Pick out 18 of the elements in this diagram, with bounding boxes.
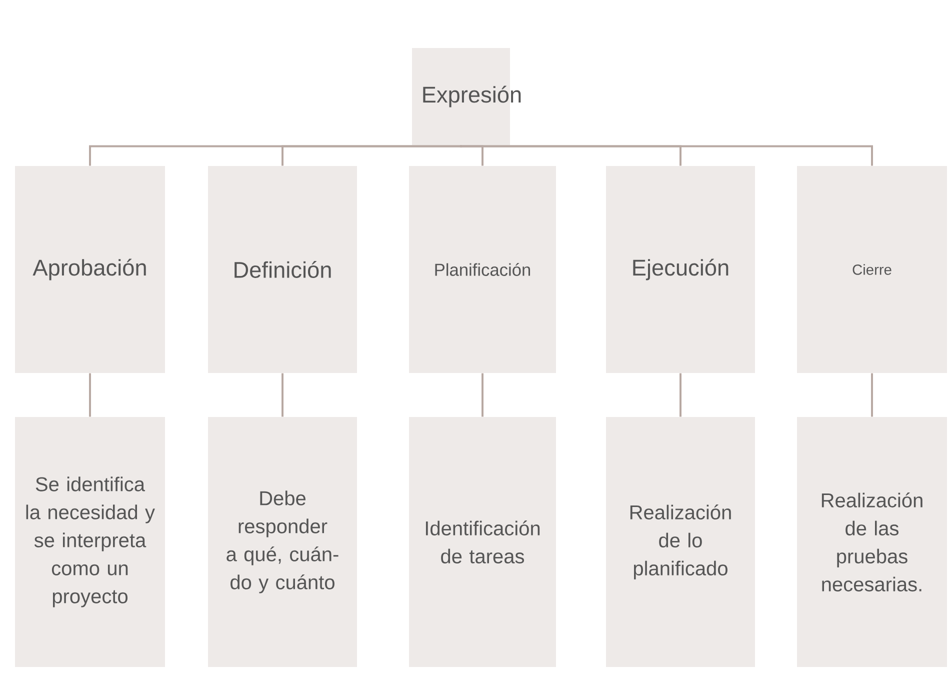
connector-line bbox=[482, 373, 484, 417]
connector-line bbox=[282, 373, 284, 417]
connector-line bbox=[680, 373, 682, 417]
process-box: Aprobación bbox=[15, 166, 165, 373]
process-box: Cierre bbox=[797, 166, 947, 373]
process-box: Realización de lo planificado bbox=[606, 417, 755, 667]
process-box: Se identifica la necesidad y se interpreta como un proyecto bbox=[15, 417, 165, 667]
process-box: Debe responder a qué, cuán- do y cuánto bbox=[208, 417, 357, 667]
process-box: Realización de las pruebas necesarias. bbox=[797, 417, 947, 667]
process-box: Definición bbox=[208, 166, 357, 373]
connector-line bbox=[460, 144, 873, 166]
process-box: Planificación bbox=[409, 166, 556, 373]
connector-line bbox=[282, 144, 462, 166]
root-box: Expresión bbox=[412, 48, 521, 145]
process-box: Ejecución bbox=[606, 166, 755, 373]
connector-line bbox=[89, 373, 91, 417]
process-box: Identificación de tareas bbox=[409, 417, 556, 667]
connector-line bbox=[871, 373, 873, 417]
